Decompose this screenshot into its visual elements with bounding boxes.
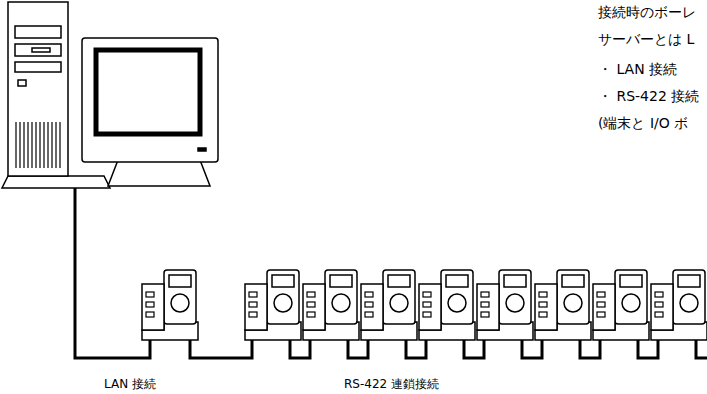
connection-label: LAN 接続 <box>104 374 156 394</box>
note-line: ・ RS-422 接続 <box>598 86 699 106</box>
terminal-icons <box>142 270 707 340</box>
note-line: (端末と I/O ボ <box>598 113 688 133</box>
note-line: サーバーとは L <box>598 29 694 49</box>
connection-label: RS-422 連鎖接続 <box>344 374 439 394</box>
note-line: 接続時のボーレ <box>598 2 696 22</box>
note-line: ・ LAN 接続 <box>598 59 677 79</box>
server-computer <box>2 2 218 188</box>
cable-wires <box>75 188 707 358</box>
